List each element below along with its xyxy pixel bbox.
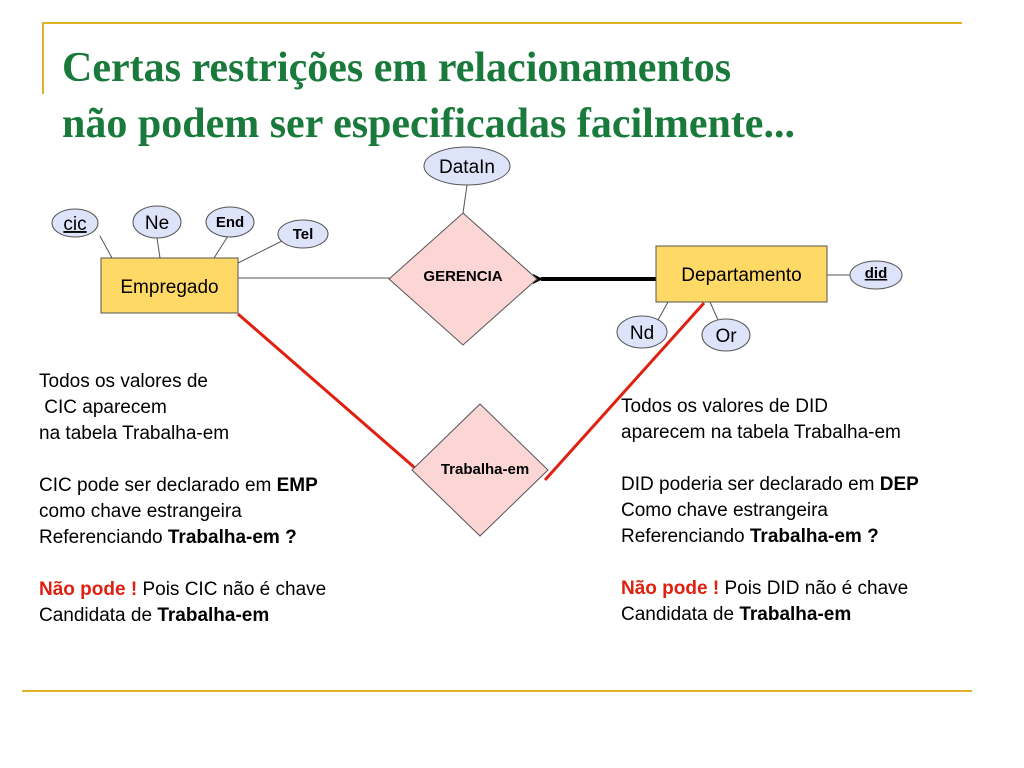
did-ellipse — [849, 260, 903, 290]
right-note-line-4: Como chave estrangeira — [621, 500, 828, 521]
or-label: Or — [715, 326, 737, 347]
right-note-line-6: Não pode ! Pois DID não é chave — [621, 576, 919, 602]
trabalha-em-label: Trabalha-em — [441, 461, 529, 478]
left-note-emp: EMP — [276, 475, 318, 496]
line-nd — [657, 301, 669, 321]
did-label: did — [865, 265, 888, 282]
right-note: Todos os valores de DID aparecem na tabe… — [621, 394, 919, 628]
attribute-cic: cic — [51, 208, 99, 238]
line-ne — [156, 237, 161, 259]
attribute-datain: DataIn — [423, 146, 511, 186]
left-note-line-6-text: Referenciando — [39, 527, 168, 548]
empregado-box — [100, 257, 239, 314]
relationship-gerencia: GERENCIA — [388, 212, 538, 346]
left-note-line-3: na tabela Trabalha-em — [39, 423, 230, 444]
right-note-line-7-text: Candidata de — [621, 604, 740, 625]
left-note: Todos os valores de CIC aparecem na tabe… — [39, 369, 326, 629]
line-cic — [99, 235, 113, 259]
right-note-spacer-2 — [621, 550, 919, 576]
departamento-label: Departamento — [681, 265, 801, 286]
title-line-1: Certas restrições em relacionamentos — [62, 45, 732, 91]
ne-label: Ne — [145, 213, 169, 234]
right-note-line-1: Todos os valores de DID — [621, 396, 828, 417]
cic-ellipse — [51, 208, 99, 238]
right-note-nao-pode: Não pode ! — [621, 578, 720, 599]
entity-empregado: Empregado — [100, 257, 239, 314]
left-note-line-4-text: CIC pode ser declarado em — [39, 475, 277, 496]
left-note-line-6: Referenciando Trabalha-em ? — [39, 525, 326, 551]
title-line-2: não podem ser especificadas facilmente..… — [62, 101, 795, 147]
bottom-border — [22, 690, 972, 692]
ne-ellipse — [132, 205, 182, 239]
trabalha-em-diamond — [411, 403, 549, 537]
attribute-nd: Nd — [616, 315, 668, 349]
right-note-trabalha-em: Trabalha-em — [739, 604, 852, 625]
slide-title: Certas restrições em relacionamentos não… — [62, 40, 795, 152]
attribute-end: End — [205, 206, 255, 238]
right-note-trabalha-em-question: Trabalha-em ? — [749, 526, 879, 547]
line-datain — [462, 184, 468, 214]
cic-label: cic — [63, 214, 86, 235]
left-note-line-7-text: Pois CIC não é chave — [137, 579, 327, 600]
tel-label: Tel — [293, 226, 314, 243]
left-note-line-2: CIC aparecem — [39, 397, 167, 418]
left-note-trabalha-em-question: Trabalha-em ? — [167, 527, 297, 548]
right-note-line-7: Candidata de Trabalha-em — [621, 602, 919, 628]
attribute-tel: Tel — [277, 219, 329, 249]
attribute-did: did — [849, 260, 903, 290]
left-note-spacer-2 — [39, 551, 326, 577]
nd-ellipse — [616, 315, 668, 349]
relationship-trabalha-em: Trabalha-em — [411, 403, 549, 537]
left-note-line-8-text: Candidata de — [39, 605, 158, 626]
nd-label: Nd — [630, 323, 654, 344]
gerencia-diamond — [388, 212, 538, 346]
top-border — [42, 22, 962, 24]
participation-line-departamento — [543, 301, 706, 482]
left-note-line-1: Todos os valores de — [39, 371, 208, 392]
right-note-spacer-1 — [621, 446, 919, 472]
right-note-line-2: aparecem na tabela Trabalha-em — [621, 422, 901, 443]
datain-label: DataIn — [439, 157, 495, 178]
end-ellipse — [205, 206, 255, 238]
right-note-dep: DEP — [879, 474, 919, 495]
end-label: End — [216, 214, 244, 231]
left-note-trabalha-em: Trabalha-em — [157, 605, 270, 626]
attribute-ne: Ne — [132, 205, 182, 239]
right-note-line-3: DID poderia ser declarado em DEP — [621, 472, 919, 498]
right-note-line-6-text: Pois DID não é chave — [719, 578, 909, 599]
connector-lines — [99, 184, 850, 321]
gerencia-label: GERENCIA — [423, 268, 502, 285]
line-tel — [237, 240, 283, 264]
attribute-or: Or — [701, 318, 751, 352]
datain-ellipse — [423, 146, 511, 186]
left-note-line-5: como chave estrangeira — [39, 501, 242, 522]
empregado-label: Empregado — [120, 277, 218, 298]
left-border — [42, 22, 44, 94]
left-note-line-7: Não pode ! Pois CIC não é chave — [39, 577, 326, 603]
right-note-line-3-text: DID poderia ser declarado em — [621, 474, 880, 495]
left-note-line-4: CIC pode ser declarado em EMP — [39, 473, 326, 499]
entity-departamento: Departamento — [655, 245, 828, 303]
line-or — [709, 301, 719, 321]
left-note-spacer-1 — [39, 447, 326, 473]
tel-ellipse — [277, 219, 329, 249]
participation-line-empregado — [237, 312, 416, 470]
departamento-box — [655, 245, 828, 303]
line-end — [213, 235, 229, 259]
left-note-line-8: Candidata de Trabalha-em — [39, 603, 326, 629]
right-note-line-5-text: Referenciando — [621, 526, 750, 547]
right-note-line-5: Referenciando Trabalha-em ? — [621, 524, 919, 550]
or-ellipse — [701, 318, 751, 352]
left-note-nao-pode: Não pode ! — [39, 579, 138, 600]
